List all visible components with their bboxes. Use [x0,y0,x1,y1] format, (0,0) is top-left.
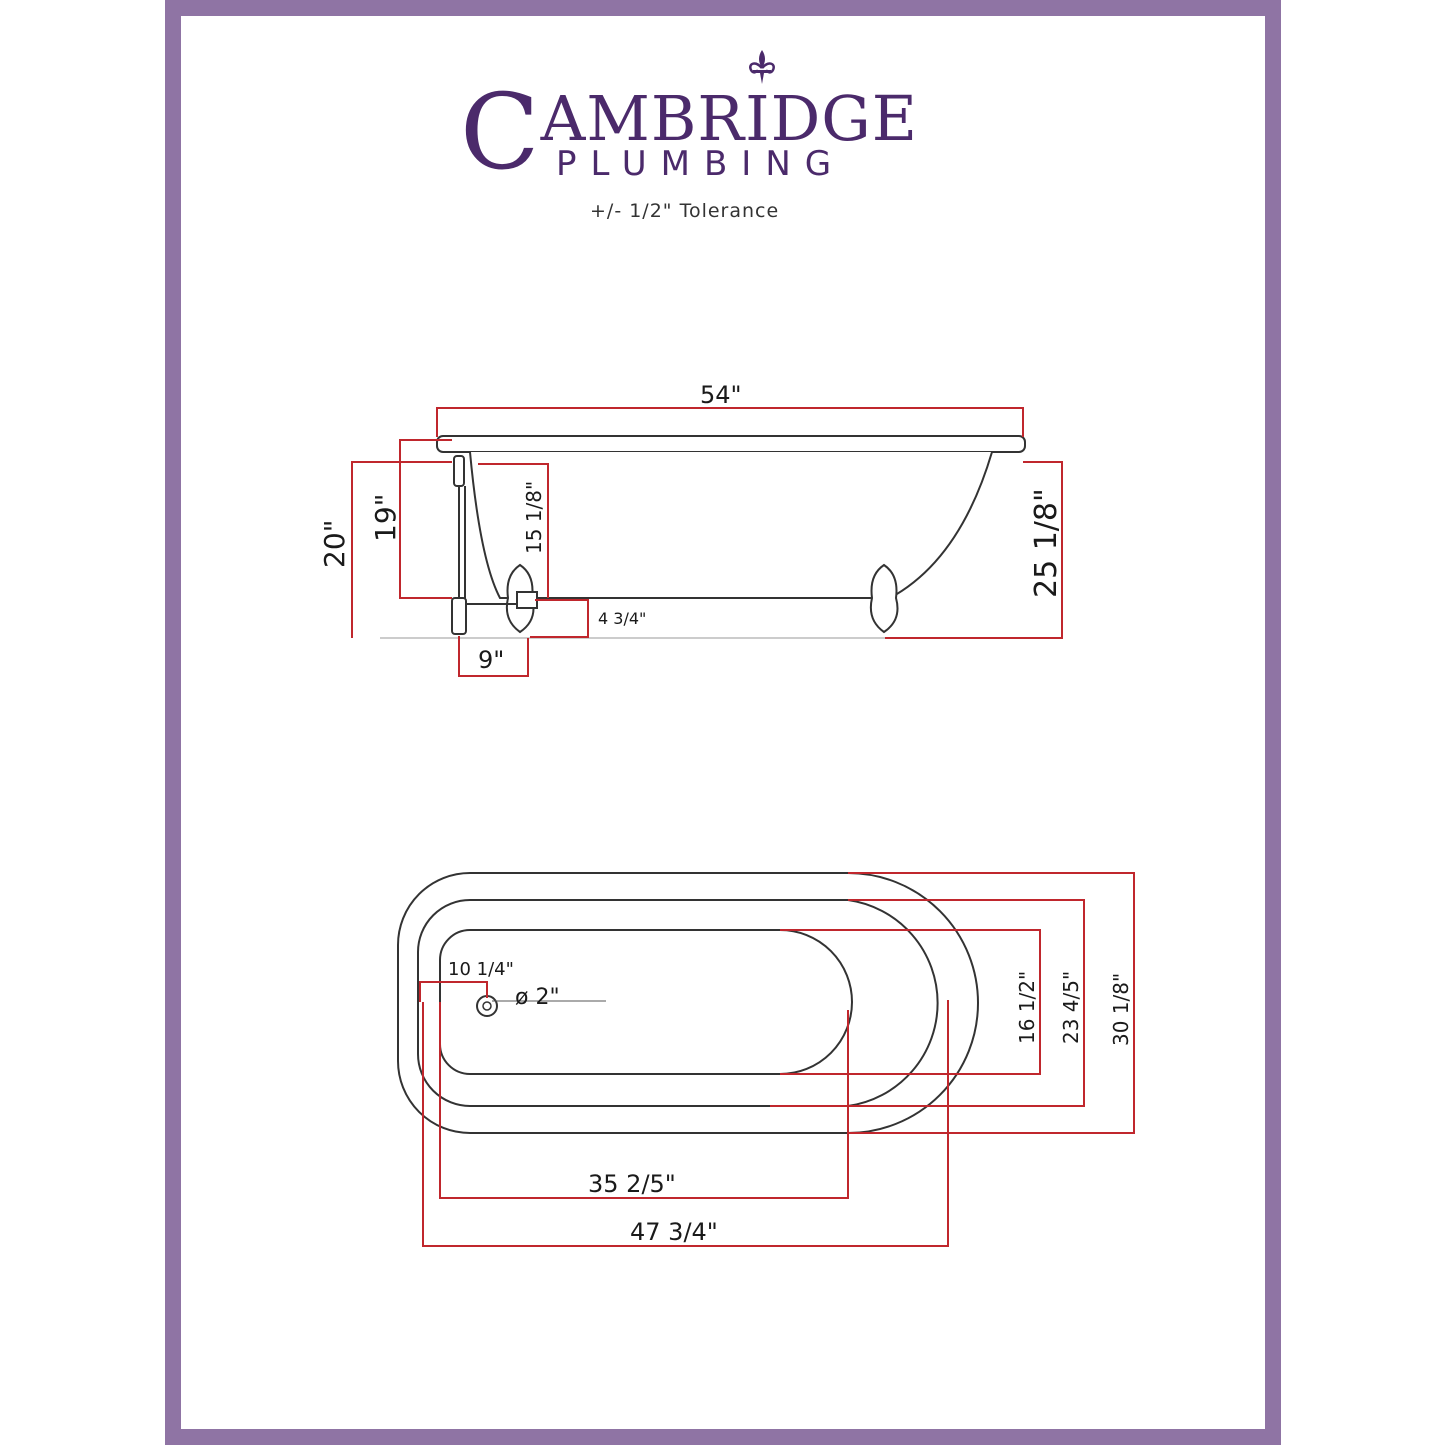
side-view: 54" 25 1/8" 20" 19" 15 1/8" 4 3/4" 9" [318,381,1064,677]
tub-rim [436,435,1026,453]
dim-line-inner-length [439,1002,849,1199]
label-drain-offset: 9" [478,646,504,674]
dim-line-total-height [885,461,1063,639]
tub-outline-outer [397,872,979,1134]
tub-outline-middle [417,899,939,1107]
drain-icon [476,995,498,1017]
dim-line-drain-offset [458,636,529,677]
frame-border-bottom [165,1429,1281,1445]
label-floor-clearance: 4 3/4" [598,609,646,628]
dim-line-inner-width [780,929,1041,1075]
drain-center [482,1001,492,1011]
tub-foot-right [869,563,899,634]
top-view: 10 1/4" ø 2" 16 1/2" 23 4/5" 30 1/8" 35 … [397,872,1135,1247]
brand-initial: C [460,71,541,193]
dim-line-drain-distance [419,981,488,1002]
dim-line-height-b [399,439,452,599]
label-height-c: 15 1/8" [522,481,546,554]
frame-border-right [1265,0,1281,1445]
dim-line-outer-length [422,1000,949,1247]
brand-logo: CAMBRIDGE [460,80,950,184]
label-length: 54" [700,381,742,409]
tolerance-note: +/- 1/2" Tolerance [590,200,780,222]
brand-name: AMBRIDGE [540,82,919,155]
brand-subtitle: PLUMBING [556,144,846,184]
label-inner-length: 35 2/5" [588,1170,676,1198]
label-drain-diameter: ø 2" [515,985,560,1010]
label-drain-distance: 10 1/4" [448,959,514,980]
label-middle-width: 23 4/5" [1059,971,1083,1044]
tub-basin-inner [439,929,853,1075]
label-outer-length: 47 3/4" [630,1218,718,1246]
label-outer-width: 30 1/8" [1109,973,1133,1046]
label-inner-width: 16 1/2" [1015,971,1039,1044]
frame-border-left [165,0,181,1445]
dim-line-middle-width [770,899,1085,1107]
label-height-a: 20" [318,519,351,568]
dim-line-height-c [478,463,549,598]
label-height-b: 19" [369,493,402,542]
dim-line-length [436,407,1024,437]
label-total-height: 25 1/8" [1029,488,1064,598]
dim-line-height-a [351,461,452,638]
dim-line-outer-width [848,872,1135,1134]
dim-line-floor-clearance [530,599,589,638]
fleur-de-lis-icon [749,50,775,84]
frame-border-top [165,0,1281,16]
